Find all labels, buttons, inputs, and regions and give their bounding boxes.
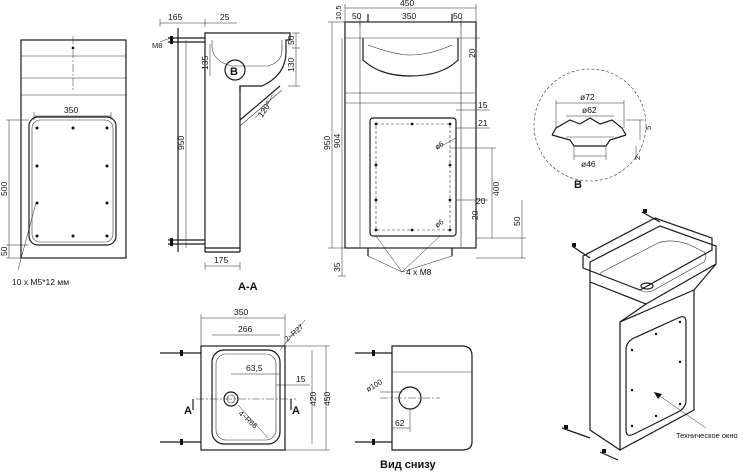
detail-dim-phi72: ø72 [580, 92, 595, 102]
rear-service-window [369, 117, 457, 237]
side-dim-120: 120° [255, 99, 273, 119]
rear-dim-35: 35 [332, 262, 342, 272]
rear-dim-phi6-bottom: ø6 [433, 217, 445, 229]
top-dim-15: 15 [296, 374, 306, 384]
side-drain-circle [224, 59, 246, 81]
top-dim-r66: 4~R66 [237, 409, 260, 431]
top-dim-420: 420 [308, 392, 318, 406]
front-dim-500: 500 [0, 182, 9, 196]
bottom-view: ø100 62 Вид снизу [355, 345, 473, 471]
rear-dim-50-bottom: 50 [512, 216, 522, 226]
detail-dim-phi46: ø46 [581, 159, 596, 169]
rear-dim-50-left: 50 [352, 11, 362, 21]
section-a-a-label: А-А [238, 281, 258, 293]
top-bolts [160, 350, 201, 445]
side-wall-bolts [168, 36, 205, 246]
top-dim-450: 450 [322, 392, 332, 406]
front-view: 350 500 50 10 x M5*12 мм [0, 36, 127, 287]
front-service-window [28, 116, 117, 246]
bottom-dim-phi100: ø100 [365, 377, 384, 393]
rear-holes [374, 122, 452, 232]
side-dim-135: 135 [200, 56, 210, 70]
iso-service-window [625, 316, 687, 436]
front-body-outline [20, 39, 127, 259]
detail-label-b: B [574, 179, 582, 191]
side-dim-m8: M8 [152, 41, 162, 50]
detail-dim-2: 2 [633, 156, 642, 160]
detail-dim-phi62: ø62 [582, 105, 597, 115]
rear-dim-20-top: 20 [467, 48, 477, 58]
top-label-a-left: A [184, 405, 192, 417]
iso-bolts [561, 209, 661, 461]
detail-dim-5: 5 [644, 126, 653, 130]
front-note-screws: 10 x M5*12 мм [12, 277, 69, 287]
front-dim-50: 50 [0, 246, 9, 256]
side-dim-130: 130 [286, 58, 296, 72]
top-dim-350: 350 [234, 307, 248, 317]
bottom-bolts [355, 350, 392, 445]
front-dim-350: 350 [64, 105, 78, 115]
rear-dim-50-right: 50 [453, 11, 463, 21]
top-bowl-outline [211, 349, 281, 445]
side-dim-165: 165 [168, 12, 182, 22]
rear-dim-15: 15 [478, 100, 488, 110]
top-dim-266: 266 [238, 324, 252, 334]
top-label-a-right: A [292, 405, 300, 417]
bottom-view-title: Вид снизу [380, 459, 436, 471]
iso-sink-rim [589, 225, 717, 305]
bottom-body-outline [391, 345, 473, 451]
side-sink-profile [204, 32, 291, 252]
rear-dim-350: 350 [402, 11, 416, 21]
rear-dim-21: 21 [478, 118, 488, 128]
top-view: 350 266 2~R27 63,5 15 420 450 4~R66 A A [160, 307, 332, 451]
side-section-view: B 165 25 M8 50 130 135 950 120° [152, 12, 300, 293]
rear-dim-904: 904 [332, 134, 342, 148]
side-dim-950: 950 [176, 136, 186, 150]
top-dim-r27: 2~R27 [283, 322, 306, 343]
detail-b-circle [533, 68, 647, 182]
iso-note-window: Техническое окно [676, 431, 738, 440]
rear-dim-400: 400 [491, 182, 501, 196]
top-body-outline [200, 345, 286, 451]
detail-b-view: ø72 ø62 ø46 5 2 B [533, 68, 653, 191]
iso-view: Техническое окно [561, 209, 738, 461]
rear-dim-10-5: 10,5 [334, 5, 343, 20]
rear-bolts [367, 14, 453, 256]
rear-view: 450 50 350 50 10,5 20 15 21 ø6 400 20 20… [322, 0, 526, 277]
side-label-b: B [230, 66, 238, 78]
rear-dim-450: 450 [400, 0, 414, 8]
top-dim-63-5: 63,5 [246, 363, 263, 373]
iso-window-holes [630, 320, 682, 428]
front-screw-holes [35, 126, 109, 238]
rear-dim-phi6-top: ø6 [433, 139, 445, 151]
side-dim-175: 175 [214, 255, 228, 265]
rear-note-bolts: 4 x M8 [406, 267, 432, 277]
bottom-dim-62: 62 [395, 418, 405, 428]
side-dim-25: 25 [220, 12, 230, 22]
rear-dim-950: 950 [322, 136, 332, 150]
rear-dim-20-low: 20 [470, 210, 480, 220]
rear-dim-20-mid: 20 [476, 196, 486, 206]
side-dim-50: 50 [286, 35, 296, 45]
